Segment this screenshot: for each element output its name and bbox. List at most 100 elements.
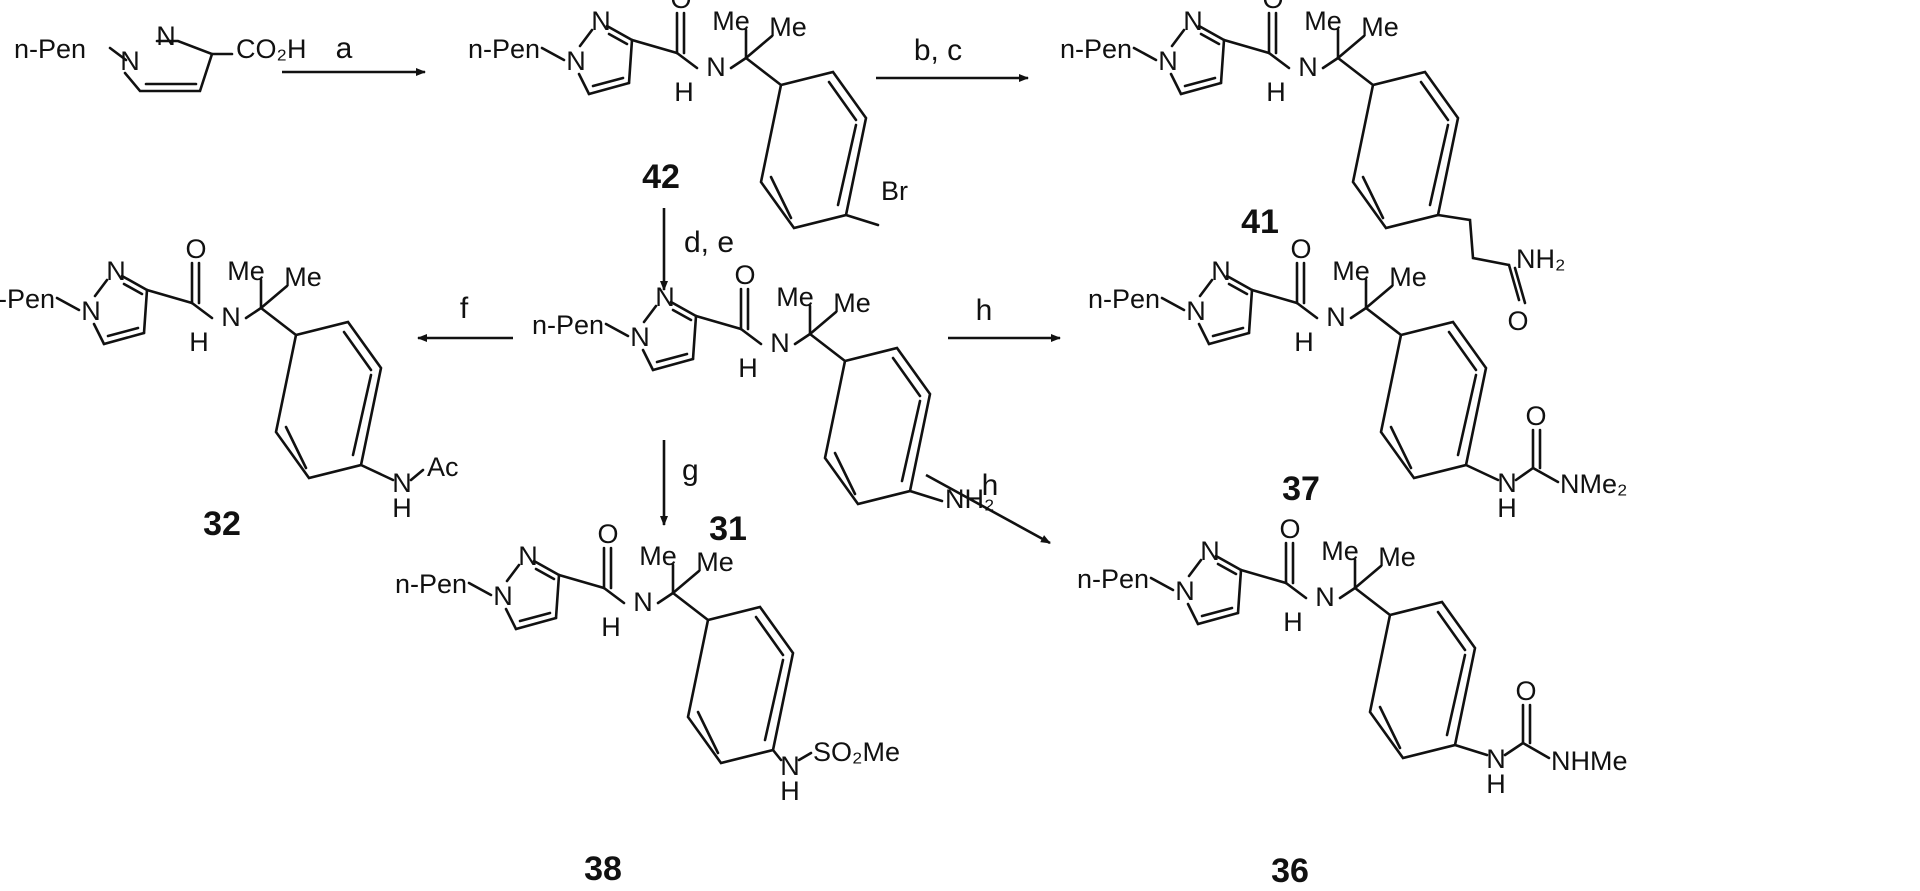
nh-h-label-36: H: [1283, 607, 1303, 637]
compound-37: n-Pen N N O N H Me Me N H O NMe₂ 37: [1088, 234, 1628, 523]
start-pen-label: n-Pen: [14, 34, 86, 64]
compound-42: n-Pen N N O N H Me Me Br 42: [468, 0, 908, 230]
start-n1-label: N: [120, 46, 140, 76]
so2me-label-38: SO₂Me: [813, 737, 900, 767]
compound-number-36: 36: [1271, 852, 1309, 890]
reagent-h-to-36: h: [982, 469, 999, 502]
n1-label-31: N: [630, 322, 650, 352]
me2-label-36: Me: [1378, 542, 1416, 572]
amide-nh2-label-41: NH₂: [1516, 244, 1565, 274]
me1-label-32: Me: [227, 256, 265, 286]
n2-label-31: N: [655, 282, 675, 312]
me1-label-41: Me: [1304, 6, 1342, 36]
o-label-32: O: [185, 234, 206, 264]
nh-h-label-31: H: [738, 353, 758, 383]
sulfonamide-n-label-38: N: [780, 751, 800, 781]
urea-o-label-36: O: [1515, 676, 1536, 706]
o-label-31: O: [734, 260, 755, 290]
n2-label-42: N: [591, 6, 611, 36]
n1-label-32: N: [81, 296, 101, 326]
nh-n-label-38: N: [633, 587, 653, 617]
n1-label-42: N: [566, 46, 586, 76]
me1-label-37: Me: [1332, 256, 1370, 286]
start-acid-label: CO₂H: [236, 34, 306, 64]
reagent-d-e: d, e: [684, 226, 734, 259]
ac-label-32: Ac: [427, 452, 459, 482]
me1-label-42: Me: [712, 6, 750, 36]
me2-label-41: Me: [1361, 12, 1399, 42]
nh-h-label-42: H: [674, 77, 694, 107]
reagent-g: g: [682, 454, 699, 487]
n2-label-32: N: [106, 256, 126, 286]
nh-n-label-42: N: [706, 52, 726, 82]
sulfonamide-h-label-38: H: [780, 776, 800, 806]
n2-label-41: N: [1183, 6, 1203, 36]
nh-n-label-31: N: [770, 328, 790, 358]
o-label-37: O: [1290, 234, 1311, 264]
start-n2-label: N: [156, 21, 176, 51]
compound-number-37: 37: [1282, 470, 1320, 508]
compound-number-41: 41: [1241, 203, 1279, 241]
starting-material: n-Pen N N CO₂H: [14, 21, 306, 93]
me2-label-32: Me: [284, 262, 322, 292]
n2-label-37: N: [1211, 256, 1231, 286]
nhac-n-label-32: N: [392, 468, 412, 498]
o-label-36: O: [1279, 514, 1300, 544]
me1-label-36: Me: [1321, 536, 1359, 566]
compound-number-42: 42: [642, 158, 680, 196]
pen-label-37: n-Pen: [1088, 284, 1160, 314]
arrow-h-to-36: [925, 473, 1051, 545]
compound-number-38: 38: [584, 850, 622, 888]
pen-label-36: n-Pen: [1077, 564, 1149, 594]
n2-label-36: N: [1200, 536, 1220, 566]
nh-h-label-37: H: [1294, 327, 1314, 357]
nme2-label-37: NMe₂: [1560, 469, 1628, 499]
n1-label-38: N: [493, 581, 513, 611]
o-label-41: O: [1262, 0, 1283, 14]
amide-o-label-41: O: [1507, 306, 1528, 336]
urea-o-label-37: O: [1525, 401, 1546, 431]
compound-41: n-Pen N N O N H Me Me NH₂ O 41: [1060, 0, 1566, 336]
o-label-42: O: [670, 0, 691, 14]
pen-label-32: n-Pen: [0, 284, 55, 314]
nh-n-label-36: N: [1315, 582, 1335, 612]
me2-label-38: Me: [696, 547, 734, 577]
nh-n-label-32: N: [221, 302, 241, 332]
urea-h-label-37: H: [1497, 493, 1517, 523]
me1-label-31: Me: [776, 282, 814, 312]
n1-label-37: N: [1186, 296, 1206, 326]
nh-h-label-38: H: [601, 612, 621, 642]
me1-label-38: Me: [639, 541, 677, 571]
o-label-38: O: [597, 519, 618, 549]
pen-label-41: n-Pen: [1060, 34, 1132, 64]
nh-h-label-32: H: [189, 327, 209, 357]
compound-number-31: 31: [709, 510, 747, 548]
reagent-a: a: [336, 32, 353, 65]
urea-n-label-36: N: [1486, 744, 1506, 774]
compound-36: n-Pen N N O N H Me Me N H O NHMe 36: [1077, 514, 1628, 890]
compound-32: n-Pen N N O N H Me Me N H Ac 32: [0, 234, 459, 543]
nh-n-label-37: N: [1326, 302, 1346, 332]
reagent-f: f: [460, 292, 469, 325]
pen-label-31: n-Pen: [532, 310, 604, 340]
nh-n-label-41: N: [1298, 52, 1318, 82]
compound-31: n-Pen N N O N H Me Me NH₂ 31: [532, 260, 995, 548]
nhme-label-36: NHMe: [1551, 746, 1628, 776]
compound-number-32: 32: [203, 505, 241, 543]
me2-label-31: Me: [833, 288, 871, 318]
urea-h-label-36: H: [1486, 769, 1506, 799]
nh-h-label-41: H: [1266, 77, 1286, 107]
n1-label-41: N: [1158, 46, 1178, 76]
compound-38: n-Pen N N O N H Me Me N H SO₂Me 38: [395, 519, 900, 888]
pen-label-42: n-Pen: [468, 34, 540, 64]
n2-label-38: N: [518, 541, 538, 571]
me2-label-37: Me: [1389, 262, 1427, 292]
pen-label-38: n-Pen: [395, 569, 467, 599]
br-label-42: Br: [881, 176, 908, 206]
nhac-h-label-32: H: [392, 493, 412, 523]
me2-label-42: Me: [769, 12, 807, 42]
reagent-b-c: b, c: [914, 34, 962, 67]
n1-label-36: N: [1175, 576, 1195, 606]
reagent-h-to-37: h: [976, 294, 993, 327]
